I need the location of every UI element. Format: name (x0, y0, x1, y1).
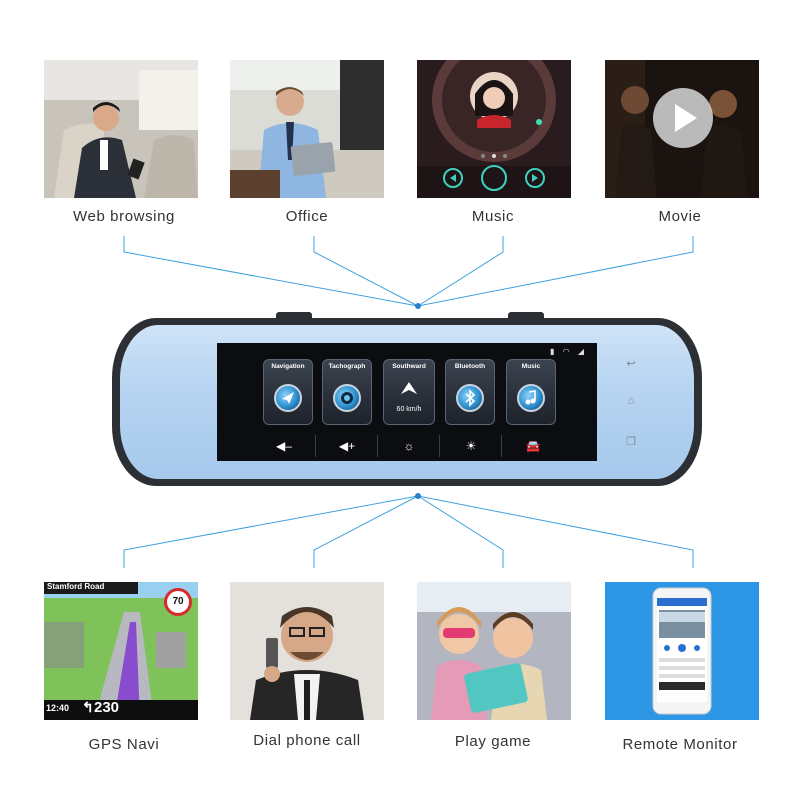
web-browsing-photo (44, 60, 198, 198)
dial-phone-call-caption: Dial phone call (253, 732, 361, 749)
play-game-photo (417, 582, 571, 720)
mirror-clip-left (276, 312, 312, 320)
divider (501, 435, 502, 457)
app-bluetooth[interactable]: Bluetooth (445, 359, 495, 425)
speed-limit-sign: 70 (164, 588, 192, 616)
divider (377, 435, 378, 457)
clock: 12:40 (46, 703, 70, 713)
home-icon[interactable]: ⌂ (627, 395, 635, 407)
compass-arrow-icon (401, 382, 417, 394)
device-screen: ▮ ◠ ◢ Navigation Tachograph Southward 60… (217, 343, 636, 461)
mirror-clip-right (508, 312, 544, 320)
back-icon[interactable]: ↩ (626, 358, 636, 370)
connector-dot-bottom (415, 493, 421, 499)
street-name: Stamford Road (47, 582, 105, 591)
app-label: Music (521, 363, 541, 370)
office-caption: Office (285, 208, 329, 225)
app-label: Bluetooth (454, 363, 486, 370)
play-game-caption: Play game (454, 733, 532, 750)
app-label: Southward (392, 363, 426, 370)
turn-arrow-icon: ↰ (82, 699, 94, 715)
remote-monitor-photo (605, 582, 759, 720)
turn-distance: 230 (94, 699, 120, 716)
app-label: Tachograph (328, 363, 366, 370)
volume-down-icon[interactable]: ◀– (276, 439, 292, 453)
movie-caption: Movie (658, 208, 702, 225)
dial-phone-call-photo (230, 582, 384, 720)
speed-readout: 60 km/h (396, 406, 422, 413)
bluetooth-icon (456, 384, 484, 412)
car-icon[interactable]: 🚘 (525, 439, 541, 453)
recent-apps-icon[interactable]: ❐ (626, 436, 636, 448)
app-southward[interactable]: Southward 60 km/h (383, 359, 435, 425)
gps-navi-photo: Stamford Road 70 12:40 230 ↰ (44, 582, 198, 720)
brightness-up-icon[interactable]: ☀ (465, 439, 477, 453)
app-tachograph[interactable]: Tachograph (322, 359, 372, 425)
divider (315, 435, 316, 457)
music-note-icon (517, 384, 545, 412)
music-photo (417, 60, 571, 198)
brightness-down-icon[interactable]: ☼ (403, 439, 415, 453)
rearview-mirror-device: ▮ ◠ ◢ Navigation Tachograph Southward 60… (112, 312, 702, 486)
app-navigation[interactable]: Navigation (263, 359, 313, 425)
office-photo (230, 60, 384, 198)
camera-lens-icon (333, 384, 361, 412)
connector-dot-top (415, 303, 421, 309)
volume-up-icon[interactable]: ◀+ (338, 439, 356, 453)
status-icons: ▮ ◠ ◢ (550, 347, 587, 356)
app-music[interactable]: Music (506, 359, 556, 425)
web-browsing-caption: Web browsing (73, 208, 175, 225)
movie-photo (605, 60, 759, 198)
divider (439, 435, 440, 457)
remote-monitor-caption: Remote Monitor (622, 736, 738, 753)
gps-navi-caption: GPS Navi (88, 736, 160, 753)
music-caption: Music (471, 208, 515, 225)
app-label: Navigation (271, 363, 305, 370)
navigation-arrow-icon (274, 384, 302, 412)
